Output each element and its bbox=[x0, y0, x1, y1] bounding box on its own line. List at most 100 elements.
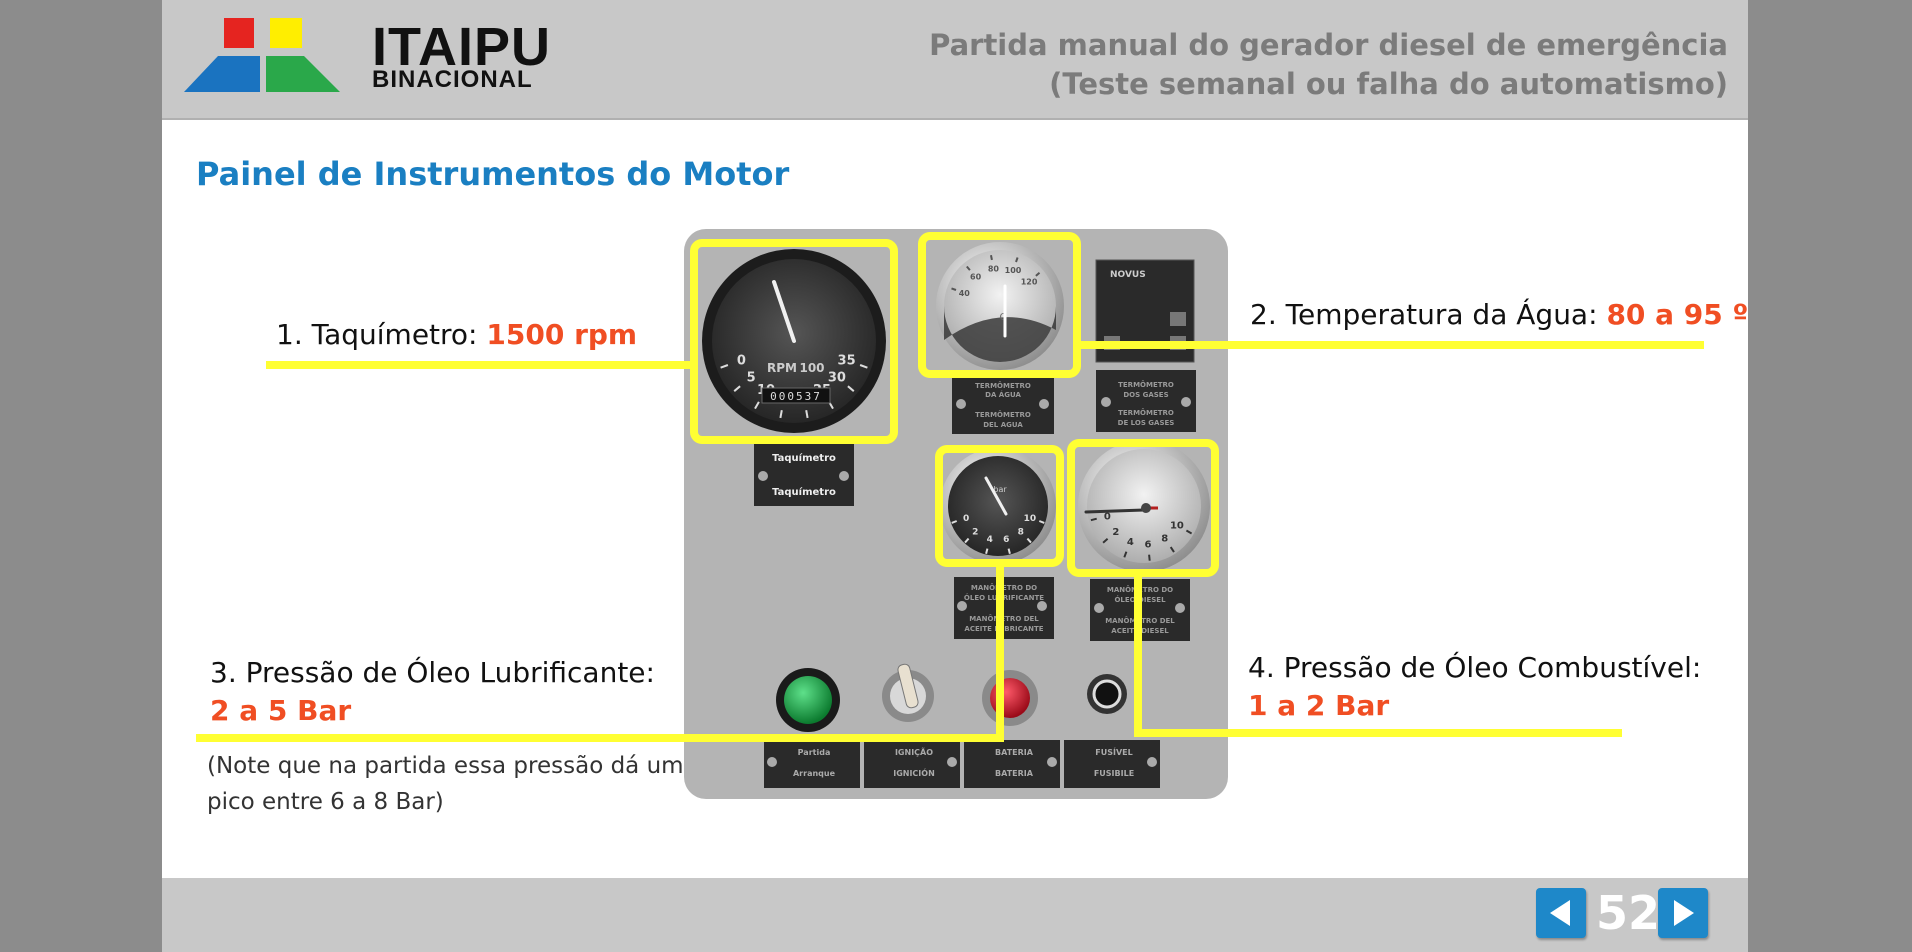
prev-page-button[interactable] bbox=[1536, 888, 1586, 938]
logo-subname: BINACIONAL bbox=[372, 66, 533, 93]
start-button[interactable] bbox=[776, 668, 840, 732]
temp-plate-bottom2: DEL AGUA bbox=[983, 421, 1023, 429]
gauge-tick bbox=[1038, 520, 1045, 524]
arrow-right-icon bbox=[1674, 900, 1694, 926]
control-plate bbox=[764, 740, 860, 788]
next-page-button[interactable] bbox=[1658, 888, 1708, 938]
gas-plate bbox=[1096, 370, 1196, 432]
item-3-lube-oil: 3. Pressão de Óleo Lubrificante: 2 a 5 B… bbox=[210, 654, 655, 730]
screw-icon bbox=[767, 757, 777, 767]
screw-icon bbox=[1094, 603, 1104, 613]
gauge-tick bbox=[720, 364, 729, 369]
battery-indicator-lamp bbox=[982, 670, 1038, 726]
itaipu-logo-mark bbox=[184, 18, 340, 92]
gauge-tick bbox=[733, 385, 741, 392]
gauge-tick bbox=[847, 385, 855, 392]
screw-icon bbox=[1037, 601, 1047, 611]
tacho-tick-label: 35 bbox=[838, 354, 856, 369]
tacho-tick-label: 30 bbox=[828, 371, 846, 386]
temp-tick-label: 60 bbox=[970, 273, 982, 282]
fuel-tick-label: 4 bbox=[1127, 537, 1134, 548]
gauge-tick bbox=[1026, 537, 1032, 544]
oil-tick-label: 8 bbox=[1018, 527, 1024, 537]
gauge-tick bbox=[951, 520, 958, 524]
gauge-tick bbox=[1015, 257, 1019, 263]
gauge-tick bbox=[1090, 517, 1097, 522]
control-plate-top: FUSÍVEL bbox=[1095, 746, 1132, 757]
gauge-tick bbox=[966, 265, 971, 271]
item-1-label: 1. Taquímetro: bbox=[276, 318, 487, 351]
note-text: (Note que na partida essa pressão dá um … bbox=[207, 748, 684, 820]
gauge-tick bbox=[859, 364, 868, 369]
itaipu-logo: ITAIPU BINACIONAL bbox=[184, 16, 550, 96]
item-3-value: 2 a 5 Bar bbox=[210, 694, 352, 727]
oil-plate-bottom2: ACEITE LUBRICANTE bbox=[964, 625, 1043, 633]
fuse-holder[interactable] bbox=[1087, 674, 1127, 714]
screw-icon bbox=[1147, 757, 1157, 767]
tacho-plate-bottom: Taquímetro bbox=[772, 486, 836, 498]
oil-tick-label: 10 bbox=[1024, 514, 1037, 524]
gauge-tick bbox=[805, 410, 809, 419]
gas-plate-top1: TERMÔMETRO bbox=[1118, 380, 1174, 389]
fuel-tick-label: 6 bbox=[1145, 539, 1152, 550]
control-plate bbox=[964, 740, 1060, 788]
slide-title-line2: (Teste semanal ou falha do automatismo) bbox=[1049, 67, 1728, 101]
oil-tick-label: 2 bbox=[972, 527, 978, 537]
slide: ITAIPU BINACIONAL Partida manual do gera… bbox=[162, 0, 1748, 952]
item-2-water-temperature: 2. Temperatura da Água: 80 a 95 ºC bbox=[1250, 296, 1748, 334]
gauge-tick bbox=[754, 401, 760, 410]
item-3-label: 3. Pressão de Óleo Lubrificante: bbox=[210, 656, 655, 689]
oil-tick-label: 0 bbox=[963, 514, 969, 524]
item-4-fuel-oil: 4. Pressão de Óleo Combustível: 1 a 2 Ba… bbox=[1248, 649, 1701, 725]
control-plate-bottom: BATERIA bbox=[995, 769, 1034, 778]
gauge-tick bbox=[1007, 548, 1011, 555]
oil-plate-top1: MANÔMETRO DO bbox=[971, 583, 1037, 592]
novus-key[interactable] bbox=[1170, 312, 1186, 326]
instrument-panel-figure: 05101520253035 RPM 100 000537 Taquímetro… bbox=[196, 229, 1704, 799]
oil-unit: bar bbox=[993, 485, 1007, 494]
gauge-tick bbox=[990, 255, 993, 261]
arrow-left-icon bbox=[1550, 900, 1570, 926]
note-line-2: pico entre 6 a 8 Bar) bbox=[207, 789, 444, 815]
fuel-tick-label: 0 bbox=[1104, 511, 1111, 522]
gas-plate-top2: DOS GASES bbox=[1123, 391, 1168, 399]
tacho-tick-label: 0 bbox=[737, 354, 746, 369]
temp-tick-label: 80 bbox=[988, 264, 1000, 273]
control-plate-top: IGNIÇÃO bbox=[895, 747, 933, 757]
logo-name: ITAIPU bbox=[372, 17, 551, 77]
gauge-tick bbox=[1169, 546, 1175, 553]
fuel-tick-label: 2 bbox=[1112, 527, 1119, 538]
temp-tick-label: 40 bbox=[959, 289, 971, 298]
tacho-needle bbox=[772, 280, 796, 343]
temp-unit: C bbox=[1000, 312, 1007, 323]
item-4-value: 1 a 2 Bar bbox=[1248, 689, 1390, 722]
control-plate bbox=[864, 740, 960, 788]
tachometer: 05101520253035 RPM 100 000537 bbox=[702, 249, 886, 433]
page-number: 52 bbox=[1596, 886, 1661, 940]
tacho-counter: 000537 bbox=[770, 390, 822, 403]
item-2-label: 2. Temperatura da Água: bbox=[1250, 298, 1607, 331]
screw-icon bbox=[947, 757, 957, 767]
ignition-key-switch[interactable] bbox=[882, 663, 934, 722]
gauge-tick bbox=[1185, 529, 1193, 535]
tacho-unit: RPM bbox=[767, 361, 797, 375]
screw-icon bbox=[758, 471, 768, 481]
control-plate-top: BATERIA bbox=[995, 748, 1034, 757]
gas-plate-bottom2: DE LOS GASES bbox=[1118, 419, 1175, 427]
screw-icon bbox=[1181, 397, 1191, 407]
slide-title-line1: Partida manual do gerador diesel de emer… bbox=[929, 28, 1728, 62]
screw-icon bbox=[1101, 397, 1111, 407]
footer-bar bbox=[162, 878, 1748, 952]
oil-tick-label: 4 bbox=[987, 535, 993, 545]
fuel-tick-label: 8 bbox=[1161, 533, 1168, 544]
gauge-tick bbox=[951, 287, 957, 291]
tacho-plate-top: Taquímetro bbox=[772, 452, 836, 464]
screw-icon bbox=[839, 471, 849, 481]
slide-title: Partida manual do gerador diesel de emer… bbox=[929, 26, 1728, 104]
oil-tick-label: 6 bbox=[1003, 535, 1009, 545]
highlight-water-temperature bbox=[918, 232, 1704, 378]
screw-icon bbox=[956, 399, 966, 409]
